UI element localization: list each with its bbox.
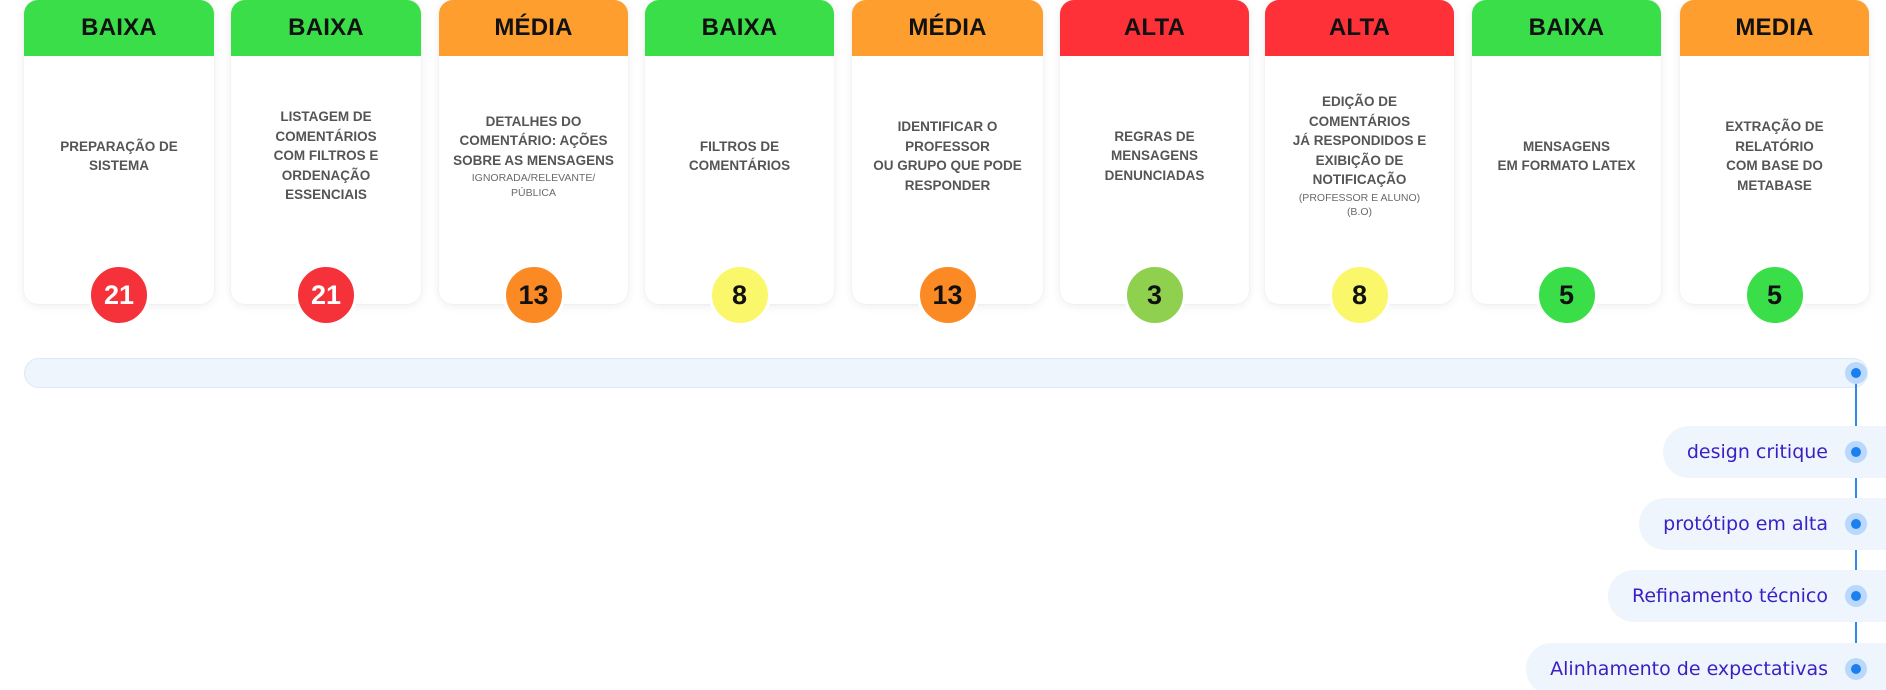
card-title: PREPARAÇÃO DE SISTEMA [60, 138, 178, 174]
story-card[interactable]: ALTA REGRAS DE MENSAGENS DENUNCIADAS 3 [1060, 0, 1249, 326]
card-body: FILTROS DE COMENTÁRIOS [645, 56, 834, 256]
story-points-badge: 13 [916, 264, 979, 326]
story-card[interactable]: BAIXA MENSAGENS EM FORMATO LATEX 5 [1472, 0, 1661, 326]
card-title: DETALHES DO COMENTÁRIO: AÇÕES SOBRE AS M… [453, 113, 614, 168]
story-points-badge: 21 [88, 264, 150, 326]
card-body: MENSAGENS EM FORMATO LATEX [1472, 56, 1661, 256]
step-label: Refinamento técnico [1631, 585, 1828, 607]
step-dot-core [1851, 664, 1861, 674]
step-dot-core [1851, 519, 1861, 529]
priority-header: ALTA [1060, 0, 1249, 56]
story-card[interactable]: MÉDIA IDENTIFICAR O PROFESSOR OU GRUPO QU… [852, 0, 1043, 326]
timeline-start-dot [1845, 362, 1867, 384]
step-label: design critique [1686, 441, 1828, 463]
step-label: protótipo em alta [1663, 513, 1828, 535]
step-dot [1845, 585, 1867, 607]
card-note: (PROFESSOR E ALUNO) (B.O) [1298, 191, 1421, 219]
step-dot-core [1851, 447, 1861, 457]
card-title: LISTAGEM DE COMENTÁRIOS COM FILTROS E OR… [273, 109, 379, 203]
step-dot [1845, 513, 1867, 535]
priority-header: MÉDIA [439, 0, 628, 56]
card-title: FILTROS DE COMENTÁRIOS [688, 138, 791, 174]
process-step: Refinamento técnico [0, 570, 1886, 622]
step-dot-core [1851, 591, 1861, 601]
story-points-badge: 3 [1123, 264, 1186, 326]
card-body: IDENTIFICAR O PROFESSOR OU GRUPO QUE POD… [852, 56, 1043, 256]
card-title: REGRAS DE MENSAGENS DENUNCIADAS [1104, 128, 1205, 183]
story-points-badge: 21 [295, 264, 357, 326]
story-card[interactable]: MÉDIA DETALHES DO COMENTÁRIO: AÇÕES SOBRE… [439, 0, 628, 326]
card-body: EDIÇÃO DE COMENTÁRIOS JÁ RESPONDIDOS E E… [1265, 56, 1454, 256]
card-body: DETALHES DO COMENTÁRIO: AÇÕES SOBRE AS M… [439, 56, 628, 256]
card-body: LISTAGEM DE COMENTÁRIOS COM FILTROS E OR… [231, 56, 421, 256]
priority-header: BAIXA [24, 0, 214, 56]
card-title: EDIÇÃO DE COMENTÁRIOS JÁ RESPONDIDOS E E… [1292, 94, 1427, 188]
step-label: Alinhamento de expectativas [1550, 658, 1828, 680]
story-card[interactable]: BAIXA FILTROS DE COMENTÁRIOS 8 [645, 0, 834, 326]
story-cards-row: BAIXA PREPARAÇÃO DE SISTEMA 21 BAIXA LISTAGE… [24, 0, 1869, 330]
card-title: IDENTIFICAR O PROFESSOR OU GRUPO QUE POD… [873, 119, 1022, 193]
story-card[interactable]: ALTA EDIÇÃO DE COMENTÁRIOS JÁ RESPONDIDOS… [1265, 0, 1454, 326]
priority-header: BAIXA [645, 0, 834, 56]
step-pill: design critique [1662, 426, 1886, 478]
story-card[interactable]: BAIXA LISTAGEM DE COMENTÁRIOS COM FILTROS… [231, 0, 421, 326]
step-dot [1845, 658, 1867, 680]
card-body: REGRAS DE MENSAGENS DENUNCIADAS [1060, 56, 1249, 256]
story-points-badge: 8 [1328, 264, 1391, 326]
story-card[interactable]: BAIXA PREPARAÇÃO DE SISTEMA 21 [24, 0, 214, 326]
priority-header: BAIXA [231, 0, 421, 56]
story-card[interactable]: MEDIA EXTRAÇÃO DE RELATÓRIO COM BASE DO M… [1680, 0, 1869, 326]
step-pill: protótipo em alta [1639, 498, 1886, 550]
card-body: EXTRAÇÃO DE RELATÓRIO COM BASE DO METABA… [1680, 56, 1869, 256]
card-note: IGNORADA/RELEVANTE/ PÚBLICA [471, 172, 596, 199]
step-pill: Alinhamento de expectativas [1526, 643, 1886, 690]
timeline-track [24, 358, 1868, 388]
process-step: protótipo em alta [0, 498, 1886, 550]
card-title: MENSAGENS EM FORMATO LATEX [1497, 138, 1636, 174]
priority-header: ALTA [1265, 0, 1454, 56]
priority-header: BAIXA [1472, 0, 1661, 56]
story-points-badge: 5 [1535, 264, 1598, 326]
story-points-badge: 13 [502, 264, 565, 326]
card-body: PREPARAÇÃO DE SISTEMA [24, 56, 214, 256]
step-dot [1845, 441, 1867, 463]
card-title: EXTRAÇÃO DE RELATÓRIO COM BASE DO METABA… [1725, 119, 1824, 193]
priority-header: MEDIA [1680, 0, 1869, 56]
process-step: Alinhamento de expectativas [0, 643, 1886, 690]
process-step: design critique [0, 426, 1886, 478]
priority-header: MÉDIA [852, 0, 1043, 56]
story-points-badge: 5 [1743, 264, 1806, 326]
story-points-badge: 8 [708, 264, 771, 326]
step-pill: Refinamento técnico [1607, 570, 1886, 622]
